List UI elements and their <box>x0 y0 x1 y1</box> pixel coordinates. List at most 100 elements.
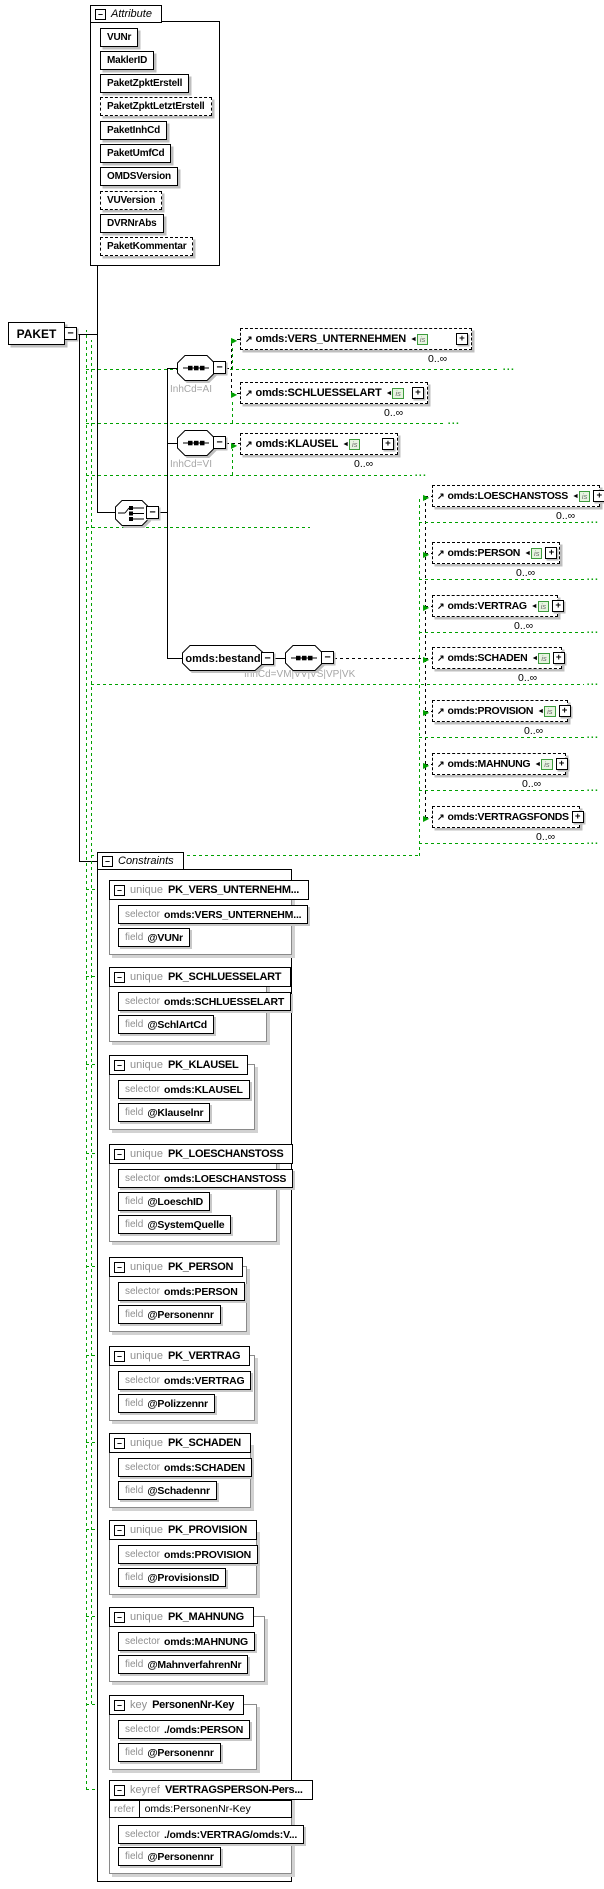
sequence-icon[interactable] <box>176 354 216 387</box>
choice-collapse-toggle[interactable]: − <box>146 506 159 519</box>
constraint-name: PK_PROVISION <box>168 1524 247 1536</box>
constraint-field-row[interactable]: field@Personennr <box>118 1847 221 1866</box>
expand-icon[interactable]: + <box>545 547 558 559</box>
attribute-maklerid[interactable]: MaklerID <box>100 51 155 70</box>
constraint-field-row[interactable]: field@SystemQuelle <box>118 1215 232 1234</box>
connector-line <box>226 368 232 369</box>
sequence2-collapse-toggle[interactable]: − <box>213 436 226 449</box>
constraint-field-row[interactable]: field@SchlArtCd <box>118 1015 214 1034</box>
collapse-icon[interactable]: − <box>114 971 125 983</box>
element-omds-person[interactable]: ↗omds:PERSON◄is+ <box>432 542 560 564</box>
sequence3-collapse-toggle[interactable]: − <box>321 651 334 664</box>
constraint-field-row[interactable]: field@Personennr <box>118 1305 221 1324</box>
choice-icon[interactable] <box>114 499 150 532</box>
expand-icon[interactable]: + <box>571 811 584 823</box>
connector-line <box>86 475 412 476</box>
constraint-field-row[interactable]: field@LoeschID <box>118 1192 211 1211</box>
attribute-vunr[interactable]: VUNr <box>100 28 139 47</box>
attribute-omdsversion[interactable]: OMDSVersion <box>100 167 178 186</box>
collapse-icon[interactable]: − <box>114 1784 125 1796</box>
constraint-field-row[interactable]: field@Schadennr <box>118 1481 217 1500</box>
expand-icon[interactable]: + <box>382 438 394 450</box>
collapse-icon[interactable]: − <box>102 855 113 867</box>
expand-icon[interactable]: + <box>552 652 565 664</box>
expand-icon[interactable]: + <box>456 333 468 345</box>
element-omds-provision[interactable]: ↗omds:PROVISION◄is+ <box>432 700 571 722</box>
expand-icon[interactable]: + <box>412 387 424 399</box>
constraint-selector-row[interactable]: selector./omds:PERSON <box>118 1720 251 1739</box>
attribute-paketkommentar[interactable]: PaketKommentar <box>100 237 194 256</box>
occurrence-label: 0..∞ <box>428 353 448 365</box>
paket-collapse-toggle[interactable]: − <box>64 327 77 340</box>
attribute-paketzpkterstell[interactable]: PaketZpktErstell <box>100 74 190 93</box>
constraint-selector-row[interactable]: selector./omds:VERTRAG/omds:V... <box>118 1825 305 1844</box>
attribute-vuversion[interactable]: VUVersion <box>100 191 163 210</box>
sequence-icon[interactable] <box>284 644 324 677</box>
collapse-icon[interactable]: − <box>114 1437 125 1449</box>
sequence-icon[interactable] <box>176 429 216 462</box>
constraint-field-row[interactable]: field@Klauselnr <box>118 1103 211 1122</box>
collapse-icon[interactable]: − <box>114 1261 125 1273</box>
collapse-icon[interactable]: − <box>114 1350 125 1362</box>
element-omds-vers-unternehmen[interactable]: ↗omds:VERS_UNTERNEHMEN◄is+ <box>240 328 472 350</box>
collapse-icon[interactable]: − <box>114 1148 125 1160</box>
collapse-icon[interactable]: − <box>95 8 106 20</box>
expand-icon[interactable]: + <box>593 490 604 502</box>
constraint-field-row[interactable]: field@ProvisionsID <box>118 1568 227 1587</box>
element-omds-schluesselart[interactable]: ↗omds:SCHLUESSELART◄is+ <box>240 382 428 404</box>
collapse-icon[interactable]: − <box>114 1611 125 1623</box>
bestand-collapse-toggle[interactable]: − <box>261 652 274 665</box>
selector-arrow-icon: ▶ <box>423 655 430 664</box>
expand-icon[interactable]: + <box>552 600 565 612</box>
constraint-field-row[interactable]: field@Personennr <box>118 1743 221 1762</box>
sequence1-collapse-toggle[interactable]: − <box>213 361 226 374</box>
expand-icon[interactable]: + <box>558 705 571 717</box>
element-omds-vertragsfonds[interactable]: ↗omds:VERTRAGSFONDS+ <box>432 806 584 828</box>
attribute-paketinhcd[interactable]: PaketInhCd <box>100 121 168 140</box>
element-paket[interactable]: PAKET <box>8 322 65 345</box>
selector-arrow-icon: ▶ <box>423 550 430 559</box>
constraint-field-row[interactable]: field@Polizzennr <box>118 1394 215 1413</box>
attribute-paketzpktletzterstell[interactable]: PaketZpktLetztErstell <box>100 97 212 116</box>
occurrence-label: 0..∞ <box>354 458 374 470</box>
element-omds-schaden[interactable]: ↗omds:SCHADEN◄is+ <box>432 647 565 669</box>
element-omds-loeschanstoss[interactable]: ↗omds:LOESCHANSTOSS◄is+ <box>432 485 604 507</box>
attribute-dvrnrabs[interactable]: DVRNrAbs <box>100 214 164 233</box>
element-omds-mahnung[interactable]: ↗omds:MAHNUNG◄is+ <box>432 753 568 775</box>
constraint-field-row[interactable]: field@VUNr <box>118 928 190 947</box>
collapse-icon[interactable]: − <box>114 884 125 896</box>
connector-line <box>231 339 241 340</box>
collapse-icon[interactable]: − <box>114 1524 125 1536</box>
element-omds-klausel[interactable]: ↗omds:KLAUSEL◄is+ <box>240 433 398 455</box>
identity-constraint-badge: ◄is <box>572 490 591 502</box>
collapse-icon[interactable]: − <box>114 1699 125 1711</box>
attribute-paketumfcd[interactable]: PaketUmfCd <box>100 144 172 163</box>
paket-label: PAKET <box>16 326 57 341</box>
expand-icon[interactable]: + <box>555 758 568 770</box>
element-omds-vertrag[interactable]: ↗omds:VERTRAG◄is+ <box>432 595 565 617</box>
constraint-field-row[interactable]: field@MahnverfahrenNr <box>118 1655 249 1674</box>
collapse-icon[interactable]: − <box>114 1059 125 1071</box>
element-omds-bestand[interactable]: omds:bestand <box>182 645 264 676</box>
